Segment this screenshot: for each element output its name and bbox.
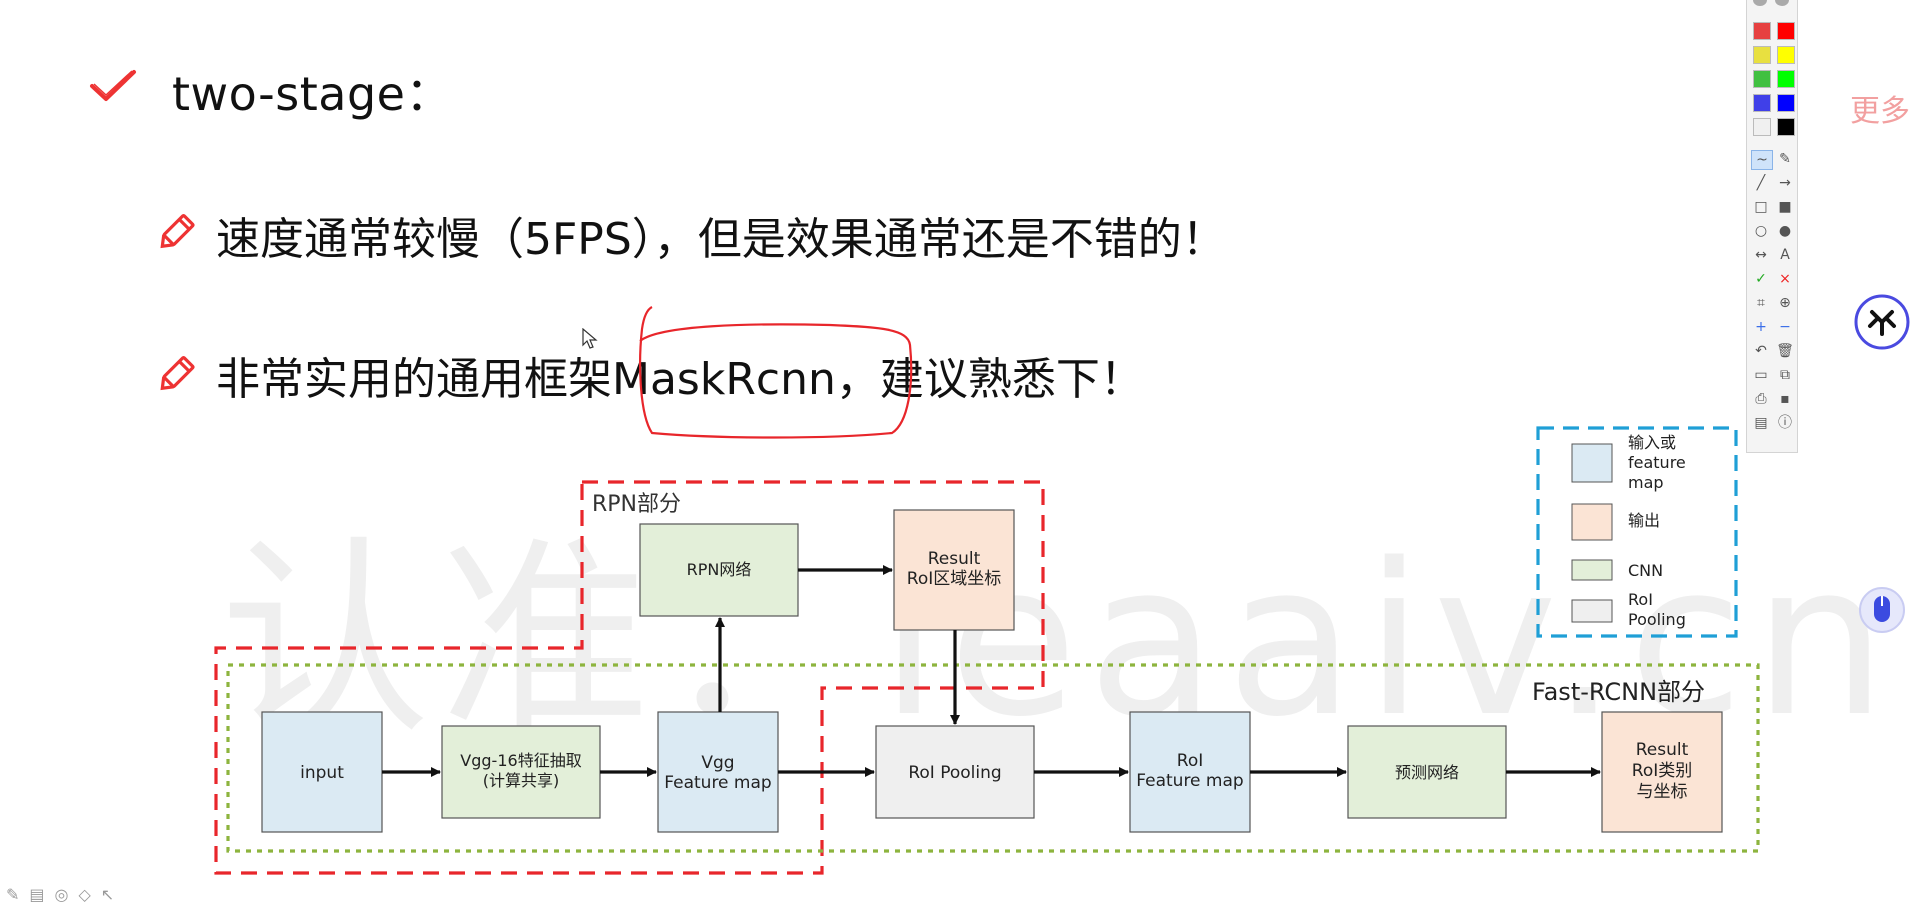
- slide-title: two-stage：: [172, 67, 452, 121]
- assistant-icon[interactable]: [1854, 294, 1910, 350]
- color-swatch[interactable]: [1753, 94, 1771, 112]
- fast-rcnn-region-label: Fast-RCNN部分: [1532, 678, 1705, 706]
- vgg-feature-map-node: [657, 711, 779, 833]
- legend-cnn-swatch: [1571, 559, 1613, 581]
- color-swatch[interactable]: [1753, 70, 1771, 88]
- legend-roi-swatch: [1571, 599, 1613, 623]
- pencil-icon: [160, 213, 195, 249]
- legend-output-swatch: [1571, 503, 1613, 541]
- roi-feature-map-label: RoI: [1177, 751, 1203, 771]
- bullet-maskrcnn: 非常实用的通用框架MaskRcnn，建议熟悉下！: [216, 354, 1144, 405]
- color-swatch[interactable]: [1753, 46, 1771, 64]
- legend-cnn-label: CNN: [1628, 561, 1663, 580]
- roi-pooling-label: RoI Pooling: [908, 763, 1001, 783]
- rpn-network-node: [639, 523, 799, 617]
- legend-output-label: 输出: [1628, 511, 1660, 530]
- color-swatch[interactable]: [1753, 118, 1771, 136]
- cursor-icon: [582, 328, 598, 349]
- vgg-feature-map-label: Vgg: [701, 753, 734, 773]
- legend-roi-label: Pooling: [1628, 610, 1686, 629]
- vgg16-node-label: (计算共享): [483, 771, 560, 790]
- toolbar-tool-button[interactable]: ▪: [1780, 391, 1790, 407]
- toolbar-tool-button[interactable]: +: [1755, 319, 1767, 335]
- vgg-feature-map-label: Feature map: [664, 773, 771, 793]
- toolbar-tool-button[interactable]: ○: [1754, 223, 1768, 239]
- toolbar-tool-button[interactable]: →: [1779, 175, 1791, 191]
- input-node-label: input: [300, 763, 344, 783]
- toolbar-tool-button[interactable]: ▭: [1754, 367, 1768, 383]
- legend-border: [1536, 426, 1738, 638]
- roi-feature-map-node: [1129, 711, 1251, 833]
- toolbar-tool-button[interactable]: ↶: [1755, 343, 1767, 359]
- final-result-node: [1601, 711, 1723, 833]
- color-swatch[interactable]: [1777, 22, 1795, 40]
- mouse-widget-icon[interactable]: [1856, 586, 1908, 634]
- roi-feature-map-label: Feature map: [1136, 771, 1243, 791]
- toolbar-tool-button[interactable]: ⊕: [1779, 295, 1791, 311]
- rpn-result-label: RoI区域坐标: [907, 569, 1001, 589]
- bottom-pen-tools[interactable]: ✎▤◎◇↖: [6, 885, 125, 904]
- legend-input-label: feature: [1628, 453, 1686, 472]
- predict-network-node: [1347, 725, 1507, 819]
- toolbar-tool-button[interactable]: ✎: [1779, 151, 1791, 167]
- pencil-icon: [160, 355, 195, 391]
- legend-input-label: map: [1628, 473, 1664, 492]
- toolbar-tool-button[interactable]: A: [1780, 247, 1790, 263]
- final-result-label: RoI类别: [1632, 761, 1692, 781]
- toolbar-tool-button[interactable]: ⌗: [1757, 295, 1765, 311]
- toolbar-tool-button[interactable]: ▤: [1754, 415, 1768, 431]
- vgg16-node-label: Vgg-16特征抽取: [460, 751, 581, 770]
- toolbar-tool-button[interactable]: ×: [1779, 271, 1791, 287]
- toolbar-tool-button[interactable]: ~: [1751, 150, 1773, 170]
- color-swatch[interactable]: [1777, 70, 1795, 88]
- checkmark-icon: [90, 70, 136, 101]
- legend-input-label: 输入或: [1628, 433, 1676, 452]
- color-swatch[interactable]: [1777, 94, 1795, 112]
- final-result-label: Result: [1636, 740, 1689, 760]
- toolbar-tool-button[interactable]: ✓: [1755, 271, 1767, 287]
- rpn-result-label: Result: [928, 549, 981, 569]
- toolbar-tool-button[interactable]: ⎙: [1755, 391, 1767, 407]
- toolbar-tool-button[interactable]: ■: [1778, 199, 1792, 215]
- rpn-region-border: [214, 480, 1045, 875]
- toolbar-tool-button[interactable]: ╱: [1756, 175, 1766, 191]
- final-result-label: 与坐标: [1637, 782, 1688, 802]
- pen-toolbar: ~ ✎ ╱ → □ ■ ○ ● ↔ A ✓ × ⌗ ⊕ +−↶ 🗑 ▭ ⧉ ⎙ ▪ ▤ ⓘ: [1746, 0, 1798, 453]
- color-swatch[interactable]: [1753, 22, 1771, 40]
- toolbar-tool-button[interactable]: ⓘ: [1778, 415, 1792, 431]
- toolbar-tool-button[interactable]: ●: [1778, 223, 1792, 239]
- color-swatch[interactable]: [1777, 118, 1795, 136]
- predict-network-label: 预测网络: [1395, 763, 1459, 782]
- toolbar-tool-button[interactable]: □: [1754, 199, 1768, 215]
- toolbar-tool-button[interactable]: ⧉: [1780, 367, 1790, 383]
- legend-roi-label: RoI: [1628, 590, 1653, 609]
- rpn-region-label: RPN部分: [592, 492, 681, 517]
- color-swatch[interactable]: [1777, 46, 1795, 64]
- annotation-circle: [639, 306, 913, 439]
- toolbar-tool-button[interactable]: 🗑: [1776, 343, 1794, 359]
- vgg16-node: [441, 725, 601, 819]
- toolbar-tool-button[interactable]: ↔: [1755, 247, 1767, 263]
- legend-input-swatch: [1571, 443, 1613, 483]
- rpn-network-label: RPN网络: [687, 560, 752, 579]
- bullet-speed: 速度通常较慢（5FPS），但是效果通常还是不错的！: [216, 214, 1226, 265]
- toolbar-tool-button[interactable]: −: [1779, 319, 1791, 335]
- more-label[interactable]: 更多: [1850, 94, 1910, 129]
